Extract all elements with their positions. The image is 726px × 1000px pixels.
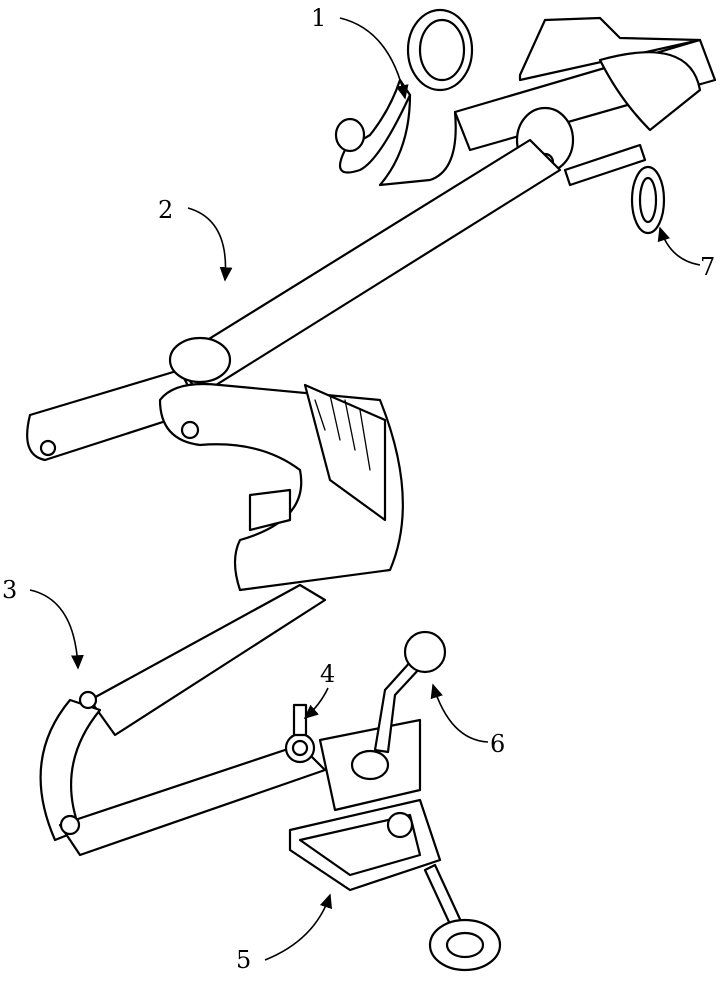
pivot-bearing xyxy=(284,703,316,764)
label-4: 4 xyxy=(320,660,335,688)
leader-arrows xyxy=(29,17,701,961)
label-2: 2 xyxy=(158,196,173,224)
upper-crank-arm xyxy=(26,138,562,592)
table-clamp xyxy=(288,718,502,972)
foot-pedal-assembly xyxy=(334,8,717,235)
label-1: 1 xyxy=(311,4,326,32)
label-3: 3 xyxy=(2,576,17,604)
lower-link-arm xyxy=(39,583,327,857)
label-5: 5 xyxy=(236,946,251,974)
label-6: 6 xyxy=(490,730,505,758)
label-7: 7 xyxy=(700,253,715,281)
tightening-handle xyxy=(373,630,447,754)
